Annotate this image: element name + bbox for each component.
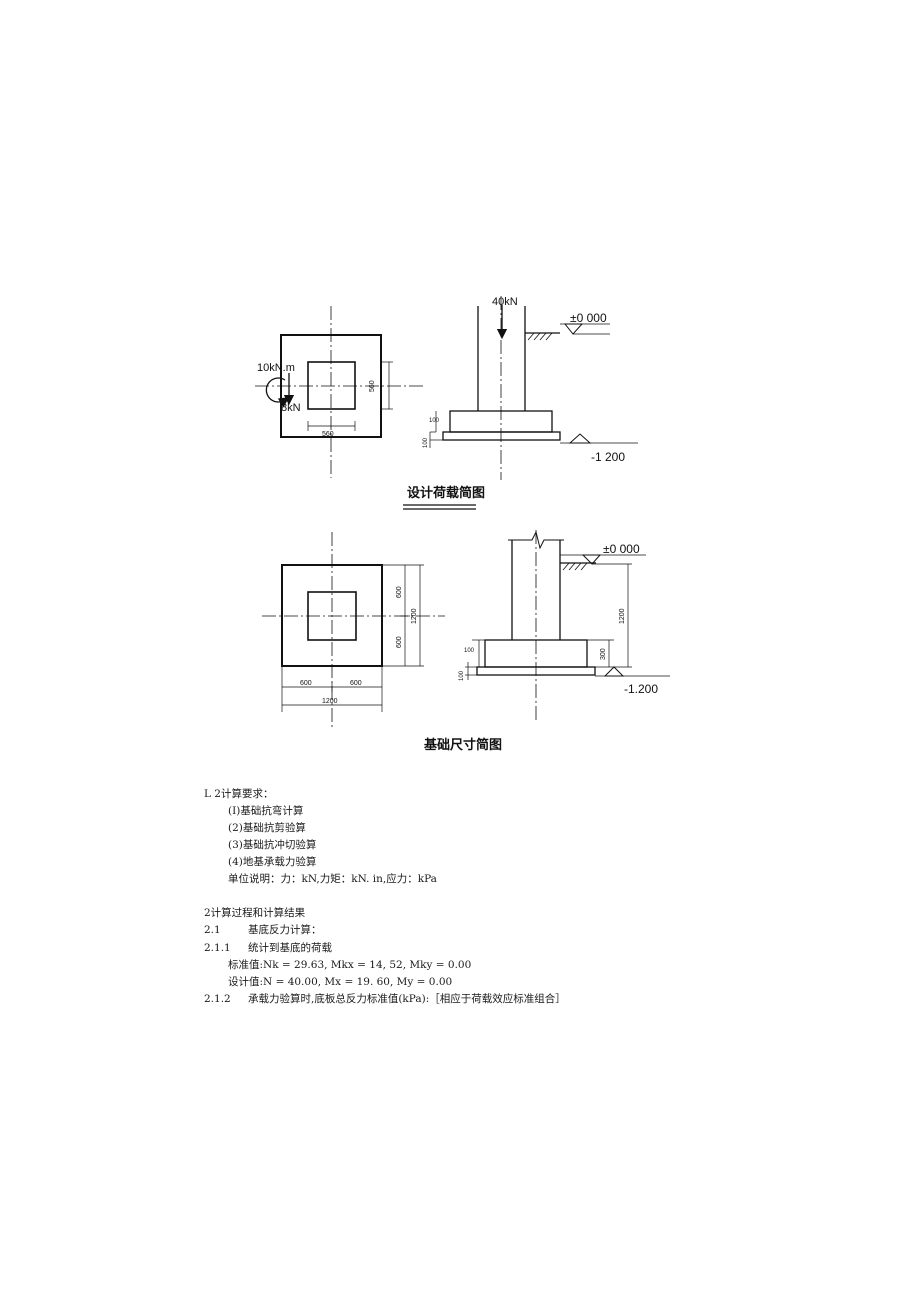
plan1-dim-right: 560 bbox=[369, 380, 376, 392]
plan2-dim-height: 1200 bbox=[411, 608, 418, 624]
requirements-heading: L 2计算要求： bbox=[204, 788, 274, 800]
requirement-item: (I)基础抗弯计算 bbox=[228, 805, 304, 817]
plan2-dim-width: 1200 bbox=[322, 698, 338, 705]
section-number: 2.1 bbox=[204, 924, 221, 936]
section-title: 基底反力计算： bbox=[248, 924, 322, 936]
foundation-drawings: 10kN.m 8kN 560 560 40kN ±0 000 -1 200 10… bbox=[255, 296, 670, 753]
section2-base-dim: 300 bbox=[600, 648, 607, 660]
axial-load-label: 40kN bbox=[492, 296, 518, 308]
plan2-dim-lower: 600 bbox=[396, 636, 403, 648]
plan2-dim-left: 600 bbox=[300, 680, 312, 687]
bottom-elevation-label-2: -1.200 bbox=[624, 682, 658, 696]
caption-dimension-diagram: 基础尺寸简图 bbox=[423, 737, 502, 753]
requirement-item: (3)基础抗冲切验算 bbox=[228, 839, 317, 851]
dimension-section-view bbox=[465, 530, 670, 720]
section-2-1-1: 2.1.1 统计到基底的荷载 bbox=[204, 941, 332, 955]
standard-values: 标准值:Nk = 29.63, Mkx = 14, 52, Mky = 0.00 bbox=[228, 959, 472, 971]
dimension-plan-view bbox=[262, 532, 445, 728]
section1-pad-dim: 100 bbox=[423, 437, 429, 448]
load-plan-view bbox=[255, 306, 425, 478]
bottom-elevation-label: -1 200 bbox=[591, 450, 625, 464]
section2-pad-dim: 100 bbox=[459, 670, 465, 681]
units-note: 单位说明：力：kN,力矩：kN. in,应力：kPa bbox=[228, 873, 437, 885]
shear-label: 8kN bbox=[281, 402, 301, 414]
design-values: 设计值:N = 40.00, Mx = 19. 60, My = 0.00 bbox=[228, 976, 453, 988]
moment-label: 10kN.m bbox=[257, 362, 295, 374]
plan2-dim-upper: 600 bbox=[396, 586, 403, 598]
section-2-1: 2.1 基底反力计算： bbox=[204, 923, 322, 937]
plan2-dim-right: 600 bbox=[350, 680, 362, 687]
requirement-item: (2)基础抗剪验算 bbox=[228, 822, 306, 834]
requirement-item: (4)地基承载力验算 bbox=[228, 856, 317, 868]
process-heading: 2计算过程和计算结果 bbox=[204, 907, 306, 919]
plan1-dim-bottom: 560 bbox=[322, 431, 334, 438]
section1-step-dim: 100 bbox=[429, 418, 440, 424]
top-elevation-label-2: ±0 000 bbox=[603, 542, 640, 556]
section-number: 2.1.1 bbox=[204, 942, 231, 954]
top-elevation-label: ±0 000 bbox=[570, 311, 607, 325]
section-title: 统计到基底的荷载 bbox=[248, 942, 332, 954]
section2-step-dim: 100 bbox=[464, 648, 475, 654]
caption-load-diagram: 设计荷载简图 bbox=[407, 485, 485, 501]
load-section-view bbox=[429, 296, 638, 480]
section-number: 2.1.2 bbox=[204, 993, 231, 1005]
section2-depth-dim: 1200 bbox=[619, 608, 626, 624]
section-title: 承载力验算时,底板总反力标准值(kPa):［相应于荷载效应标准组合］ bbox=[248, 993, 566, 1005]
section-2-1-2: 2.1.2 承载力验算时,底板总反力标准值(kPa):［相应于荷载效应标准组合］ bbox=[204, 992, 566, 1006]
